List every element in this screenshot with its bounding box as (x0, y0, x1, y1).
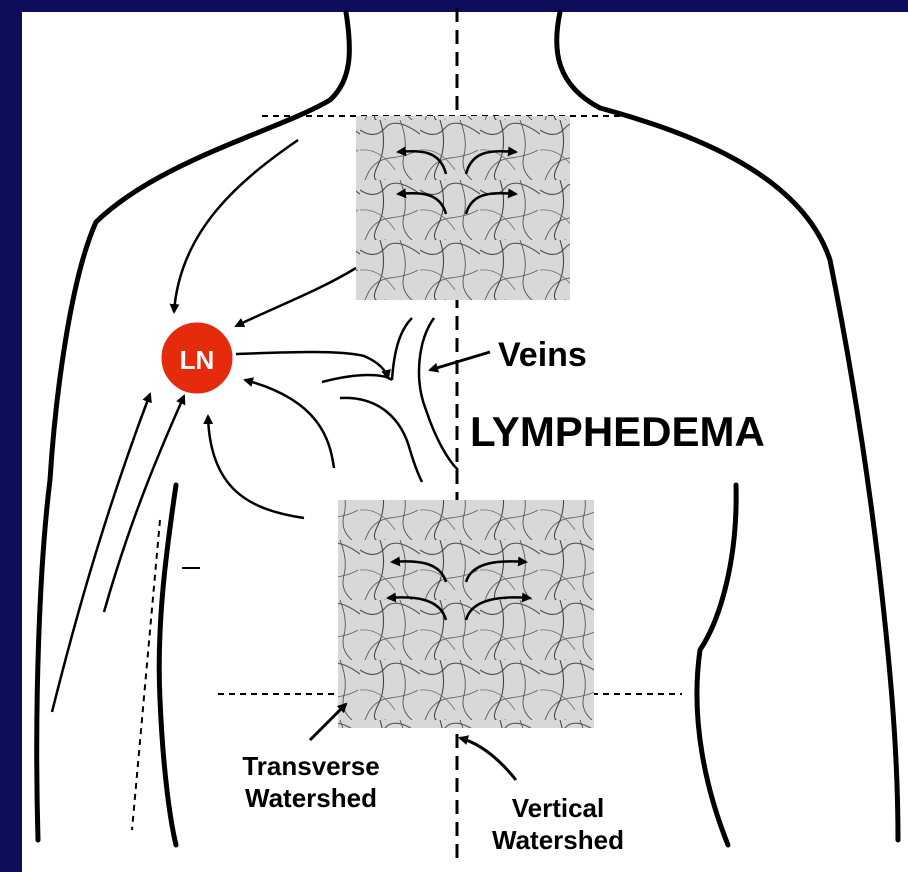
arrow-mid-chest (245, 380, 334, 468)
arrow-arm-outer (52, 394, 150, 712)
arrow-upper-image (236, 268, 356, 326)
transverse-label-line2: Watershed (226, 782, 396, 814)
upper-vein-image (356, 116, 570, 300)
left-arm-dashed-line (132, 520, 160, 830)
left-arm-inner-line (159, 485, 176, 845)
transverse-label-line1: Transverse (226, 750, 396, 782)
arrow-lower-chest (208, 416, 304, 518)
vein-curves (322, 318, 458, 482)
lymph-node-label: LN (162, 340, 232, 380)
arrow-shoulder (174, 140, 298, 312)
drainage-arrows (52, 140, 388, 712)
vertical-watershed-label: Vertical Watershed (470, 792, 646, 856)
veins-label: Veins (498, 336, 587, 375)
veins-pointer (430, 352, 490, 370)
vertical-pointer (460, 738, 516, 780)
lymphedema-label: LYMPHEDEMA (470, 408, 765, 456)
neck-left-line (37, 12, 350, 840)
transverse-watershed-label: Transverse Watershed (226, 750, 396, 814)
lower-vein-image (338, 500, 594, 728)
vertical-label-line1: Vertical (470, 792, 646, 824)
vertical-label-line2: Watershed (470, 824, 646, 856)
right-arm-inner-line (697, 485, 736, 845)
